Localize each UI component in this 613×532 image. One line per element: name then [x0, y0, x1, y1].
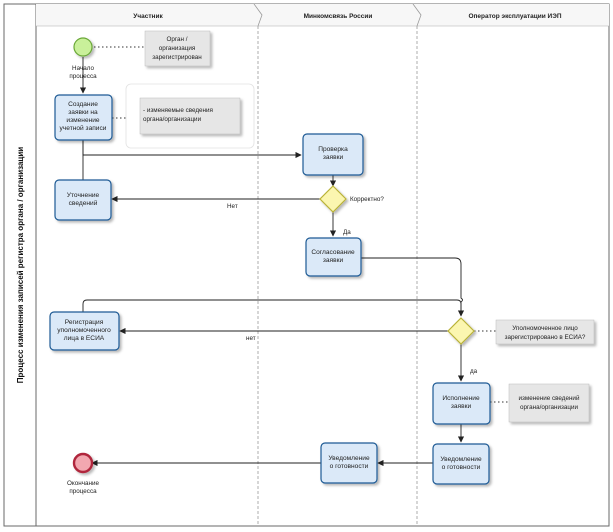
svg-text:зарегистрировано в ЕСИА?: зарегистрировано в ЕСИА?	[505, 334, 586, 341]
flow-label-no-1: Нет	[227, 203, 238, 210]
lane-separator-1	[253, 3, 263, 27]
svg-text:изменение сведений: изменение сведений	[519, 394, 580, 402]
svg-text:Уведомление: Уведомление	[440, 456, 482, 463]
svg-text:Начало: Начало	[72, 65, 94, 72]
annotation-esia-check: Уполномоченное лицо зарегистрировано в Е…	[495, 319, 595, 345]
svg-text:Согласование: Согласование	[311, 249, 355, 256]
flow-approve-to-gateway2	[361, 257, 465, 317]
annotation-changed-info: - изменяемые сведения органа/организации	[125, 83, 255, 149]
svg-text:заявки: заявки	[323, 257, 344, 264]
flow-register-to-gateway2	[82, 299, 462, 316]
task-notify-ministry[interactable]: Уведомление о готовности	[320, 442, 378, 484]
svg-text:органа/организации: органа/организации	[520, 404, 579, 411]
svg-text:Проверка: Проверка	[318, 146, 348, 153]
svg-text:заявки: заявки	[451, 403, 472, 410]
annotation-change-info: изменение сведений органа/организации	[508, 383, 590, 423]
svg-text:Орган /: Орган /	[166, 36, 187, 43]
task-create-request[interactable]: Создание заявки на изменение учетной зап…	[54, 94, 113, 141]
svg-text:о готовности: о готовности	[330, 463, 369, 470]
task-check-request[interactable]: Проверка заявки	[302, 133, 364, 176]
annotation-org-registered: Орган / организация зарегистрирован	[144, 30, 211, 67]
task-clarify[interactable]: Уточнение сведений	[54, 179, 112, 221]
svg-text:лица в ЕСИА: лица в ЕСИА	[64, 335, 105, 342]
pool-title: Процесс изменения записей регистра орган…	[16, 147, 25, 383]
task-notify-operator[interactable]: Уведомление о готовности	[432, 443, 490, 485]
svg-text:Создание: Создание	[68, 101, 98, 108]
end-event[interactable]: Окончание процесса	[67, 452, 99, 495]
lane-title-operator: Оператор эксплуатации ИЭП	[468, 13, 561, 20]
task-execute-request[interactable]: Исполнение заявки	[432, 382, 491, 425]
svg-text:учетной записи: учетной записи	[60, 124, 107, 132]
svg-text:Окончание: Окончание	[67, 480, 99, 487]
svg-text:Корректно?: Корректно?	[350, 196, 384, 203]
task-approve-request[interactable]: Согласование заявки	[305, 237, 362, 277]
svg-text:органа/организации: органа/организации	[143, 116, 202, 123]
lane-title-participant: Участник	[133, 13, 163, 20]
svg-text:заявки на: заявки на	[68, 109, 98, 116]
svg-text:сведений: сведений	[69, 199, 98, 207]
svg-text:Уточнение: Уточнение	[67, 192, 100, 199]
svg-text:Уведомление: Уведомление	[328, 455, 370, 462]
svg-text:заявки: заявки	[323, 154, 344, 161]
svg-text:Уполномоченное лицо: Уполномоченное лицо	[512, 325, 578, 332]
svg-text:о готовности: о готовности	[442, 464, 481, 471]
gateway-esia-registered[interactable]	[447, 317, 475, 345]
svg-text:зарегистрирован: зарегистрирован	[152, 54, 202, 61]
svg-text:Исполнение: Исполнение	[442, 395, 480, 402]
task-register-esia[interactable]: Регистрация уполномоченного лица в ЕСИА	[49, 311, 120, 351]
flow-label-yes-2: да	[470, 368, 478, 375]
svg-text:процесса: процесса	[69, 73, 97, 80]
svg-text:Регистрация: Регистрация	[65, 319, 104, 326]
lane-title-ministry: Минкомсвязь России	[304, 13, 373, 20]
svg-text:процесса: процесса	[69, 488, 97, 495]
flow-label-yes-1: Да	[343, 229, 351, 236]
start-event[interactable]: Начало процесса	[69, 37, 97, 80]
lane-separator-2	[412, 3, 422, 27]
svg-text:организация: организация	[159, 45, 196, 52]
svg-text:- изменяемые сведения: - изменяемые сведения	[143, 107, 213, 114]
svg-text:изменение: изменение	[66, 117, 100, 124]
gateway-correct[interactable]: Корректно?	[319, 185, 384, 213]
lane-header-band	[36, 4, 609, 26]
svg-text:уполномоченного: уполномоченного	[57, 327, 111, 334]
flow-label-no-2: нет	[246, 335, 256, 342]
